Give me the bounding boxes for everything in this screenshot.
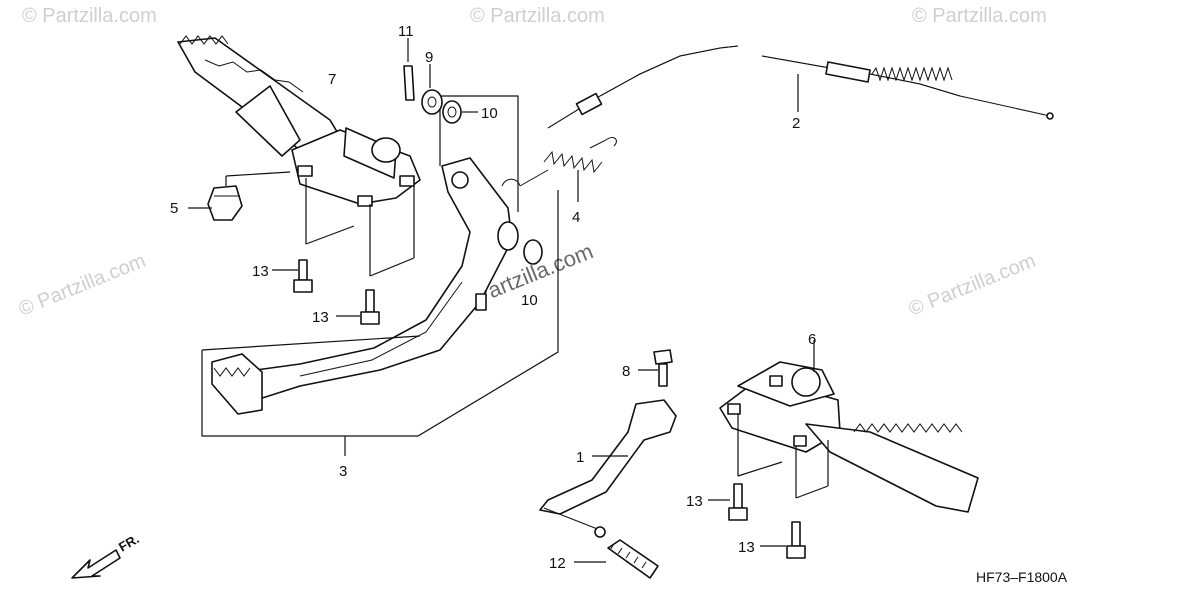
part-13-bolt-left-b bbox=[336, 186, 415, 325]
part-5-nut bbox=[188, 171, 291, 221]
front-direction-arrow-icon: FR. bbox=[71, 531, 142, 579]
part-8-bolt bbox=[638, 349, 673, 387]
callout-8: 8 bbox=[622, 363, 630, 380]
part-2-brake-cable bbox=[547, 45, 1054, 129]
diagram-reference-code: HF73–F1800A bbox=[976, 569, 1068, 585]
part-13-bolt-right-a bbox=[708, 414, 783, 521]
part-10-washer-upper bbox=[442, 100, 478, 124]
watermark-right: © Partzilla.com bbox=[906, 250, 1039, 321]
part-6-right-footpeg bbox=[719, 340, 979, 513]
callout-13-right-a: 13 bbox=[686, 493, 703, 510]
callout-11: 11 bbox=[398, 23, 414, 40]
callout-12: 12 bbox=[549, 555, 566, 572]
callout-2: 2 bbox=[792, 115, 800, 132]
callout-5: 5 bbox=[170, 200, 178, 217]
callout-6: 6 bbox=[808, 331, 816, 348]
part-7-left-footpeg bbox=[177, 35, 421, 207]
part-11-cotter-pin bbox=[403, 38, 415, 101]
callout-10-upper: 10 bbox=[481, 105, 498, 122]
callout-9: 9 bbox=[425, 49, 433, 66]
callout-10-lower: 10 bbox=[521, 292, 538, 309]
callout-3: 3 bbox=[339, 463, 347, 480]
part-3-brake-pedal bbox=[211, 157, 543, 415]
callout-13-right-b: 13 bbox=[738, 539, 755, 556]
watermark-top-left: © Partzilla.com bbox=[22, 5, 157, 27]
watermarks: © Partzilla.com © Partzilla.com © Partzi… bbox=[16, 5, 1047, 321]
callout-1: 1 bbox=[576, 449, 584, 466]
watermark-top-center: © Partzilla.com bbox=[470, 5, 605, 27]
front-marker-label: FR. bbox=[116, 531, 142, 554]
callout-4: 4 bbox=[572, 209, 580, 226]
callout-13-left-a: 13 bbox=[252, 263, 269, 280]
part-1-pedal-arm bbox=[539, 399, 677, 538]
callout-labels: 11 9 10 7 5 13 13 10 3 4 2 6 8 1 13 13 1… bbox=[170, 23, 816, 572]
part-9-washer bbox=[421, 64, 443, 115]
callout-7: 7 bbox=[328, 71, 336, 88]
part-12-rubber-cover bbox=[574, 539, 659, 579]
callout-13-left-b: 13 bbox=[312, 309, 329, 326]
part-13-bolt-left-a bbox=[272, 178, 355, 293]
part-4-return-spring bbox=[501, 137, 617, 202]
watermark-left: © Partzilla.com bbox=[16, 250, 149, 321]
part-13-bolt-right-b bbox=[760, 440, 829, 559]
leader-box-part-3 bbox=[201, 95, 559, 456]
watermark-top-right: © Partzilla.com bbox=[912, 5, 1047, 27]
